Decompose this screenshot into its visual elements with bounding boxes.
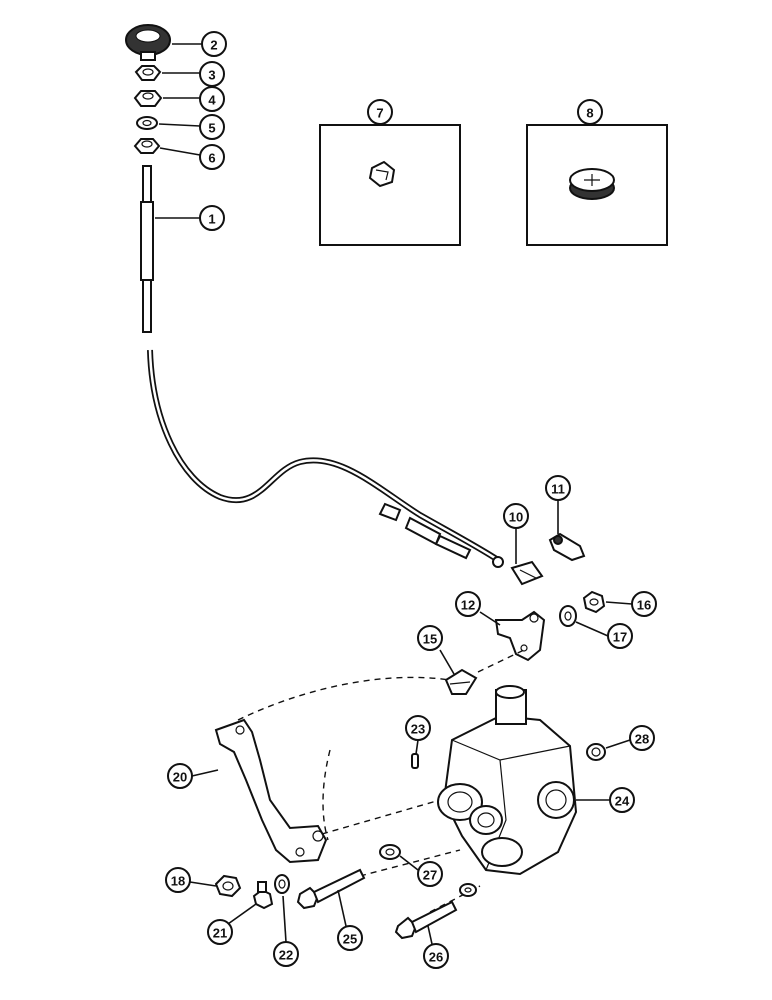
callout-8: 8 <box>577 99 603 125</box>
callout-1: 1 <box>199 205 225 231</box>
nut-part-16 <box>582 590 606 614</box>
washer-part-17 <box>559 605 577 627</box>
callout-2-label: 2 <box>210 38 217 53</box>
callout-28: 28 <box>629 725 655 751</box>
callout-24-label: 24 <box>615 794 630 809</box>
callout-25: 25 <box>337 925 363 951</box>
clip-part <box>548 532 586 562</box>
detail-box-7 <box>319 124 461 246</box>
callout-26: 26 <box>423 943 449 969</box>
assembly-line-a <box>477 649 525 673</box>
leader-lines <box>155 43 633 945</box>
callout-6: 6 <box>199 144 225 170</box>
o-ring-part-28 <box>586 743 606 761</box>
callout-4-label: 4 <box>208 93 216 108</box>
pin-part <box>411 753 419 769</box>
callout-11: 11 <box>545 475 571 501</box>
callout-11-label: 11 <box>551 482 565 497</box>
callout-15-label: 15 <box>423 632 437 647</box>
assembly-line-c <box>322 749 331 841</box>
clevis-part <box>510 560 544 586</box>
callout-3-label: 3 <box>208 68 215 83</box>
callout-6-label: 6 <box>208 151 215 166</box>
callout-27: 27 <box>417 861 443 887</box>
callout-15: 15 <box>417 625 443 651</box>
plug-part-8 <box>569 168 615 200</box>
callout-16: 16 <box>631 591 657 617</box>
callout-26-label: 26 <box>429 950 443 965</box>
callout-10-label: 10 <box>509 510 523 525</box>
bracket-part <box>214 718 328 864</box>
knob-part <box>125 24 171 61</box>
callout-8-label: 8 <box>586 106 593 121</box>
valve-body-part <box>437 685 578 876</box>
callout-21-label: 21 <box>213 926 227 941</box>
control-cable <box>147 349 504 568</box>
callout-24: 24 <box>609 787 635 813</box>
callout-23-label: 23 <box>411 722 425 737</box>
callout-21: 21 <box>207 919 233 945</box>
callout-10: 10 <box>503 503 529 529</box>
callout-20-label: 20 <box>173 770 187 785</box>
callout-18: 18 <box>165 867 191 893</box>
callout-20: 20 <box>167 763 193 789</box>
nut-part-18 <box>214 874 242 898</box>
callout-22: 22 <box>273 941 299 967</box>
nut-part-4 <box>133 90 163 107</box>
callout-17-label: 17 <box>613 630 627 645</box>
washer-part-5 <box>136 116 158 130</box>
callout-12: 12 <box>455 591 481 617</box>
fitting-part <box>444 668 478 695</box>
callout-25-label: 25 <box>343 932 357 947</box>
callout-17: 17 <box>607 623 633 649</box>
callout-7: 7 <box>367 99 393 125</box>
callout-27-label: 27 <box>423 868 437 883</box>
assembly-line-b <box>237 676 451 721</box>
washer-part-27a <box>379 844 401 860</box>
callout-5: 5 <box>199 114 225 140</box>
callout-3: 3 <box>199 61 225 87</box>
callout-5-label: 5 <box>208 121 215 136</box>
callout-1-label: 1 <box>208 212 215 227</box>
washer-part-22 <box>274 874 290 894</box>
nut-part-6 <box>133 138 161 154</box>
callout-2: 2 <box>201 31 227 57</box>
bolt-part-25 <box>296 868 366 910</box>
callout-16-label: 16 <box>637 598 651 613</box>
callout-7-label: 7 <box>376 106 383 121</box>
callout-23: 23 <box>405 715 431 741</box>
bolt-part-26 <box>394 900 458 940</box>
bolt-part-21 <box>252 881 274 910</box>
callout-22-label: 22 <box>279 948 293 963</box>
assembly-line-d <box>321 799 441 835</box>
callout-4: 4 <box>199 86 225 112</box>
callout-18-label: 18 <box>171 874 185 889</box>
washer-part-27b <box>459 883 477 897</box>
nut-part-3 <box>134 65 162 81</box>
grommet-part-7 <box>368 160 396 188</box>
lever-plate-part <box>494 610 546 662</box>
callout-12-label: 12 <box>461 598 475 613</box>
callout-28-label: 28 <box>635 732 649 747</box>
cable-rod-part <box>140 165 154 333</box>
